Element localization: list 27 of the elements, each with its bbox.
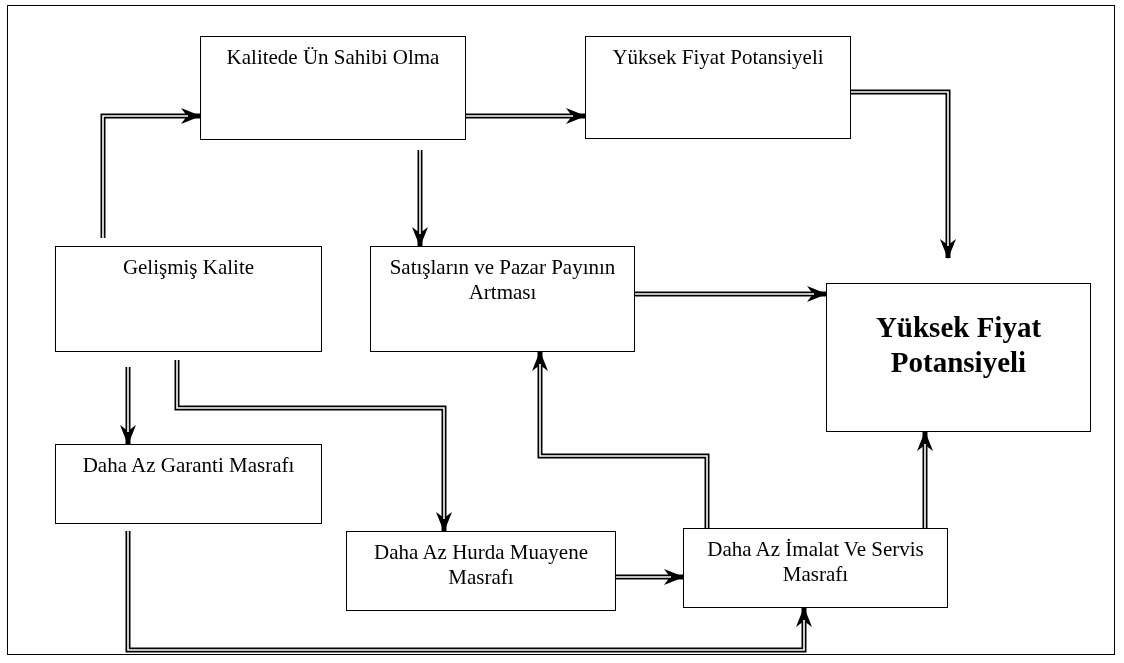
- box-label: Yüksek Fiyat Potansiyeli: [874, 310, 1043, 380]
- box-label: Daha Az İmalat Ve Servis Masrafı: [706, 537, 925, 588]
- double-line-arrow: [125, 531, 812, 653]
- process-box: [346, 531, 616, 611]
- double-line-arrow: [616, 569, 684, 585]
- double-line-arrow: [532, 351, 710, 528]
- box-label: Daha Az Hurda Muayene Masrafı: [373, 540, 589, 591]
- double-line-arrow: [851, 89, 956, 259]
- process-box: [585, 36, 851, 139]
- box-label: Yüksek Fiyat Potansiyeli: [612, 45, 824, 71]
- double-line-arrow: [466, 108, 586, 124]
- box-label: Daha Az Garanti Masrafı: [82, 453, 295, 479]
- process-box: [55, 246, 322, 352]
- process-box: [55, 444, 322, 524]
- box-label: Satışların ve Pazar Payının Artması: [388, 255, 617, 306]
- double-line-arrow: [635, 286, 827, 302]
- box-label: Kalitede Ün Sahibi Olma: [226, 45, 440, 71]
- process-box: [370, 246, 635, 352]
- double-line-arrow: [174, 360, 452, 532]
- process-box: [826, 283, 1091, 432]
- process-box: [200, 36, 466, 140]
- double-line-arrow: [120, 367, 136, 445]
- double-line-arrow: [917, 431, 933, 528]
- double-line-arrow: [412, 150, 428, 247]
- box-label: Gelişmiş Kalite: [122, 255, 255, 281]
- process-box: [683, 528, 948, 608]
- double-line-arrow: [100, 108, 201, 238]
